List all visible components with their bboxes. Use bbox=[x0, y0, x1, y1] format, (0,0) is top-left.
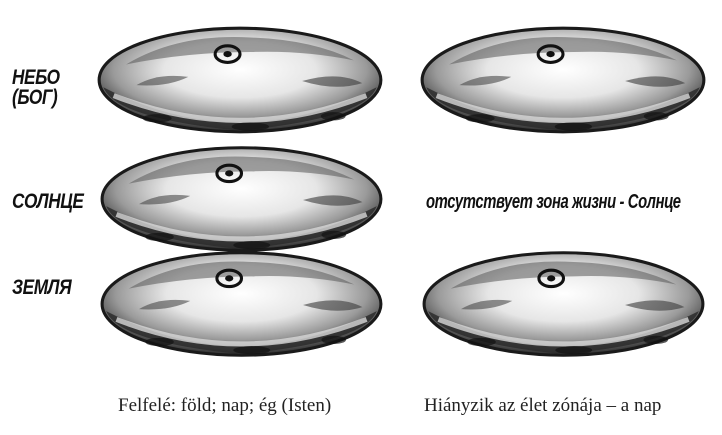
shell-earth bbox=[102, 253, 381, 356]
label-sky-line2: (БОГ) bbox=[12, 88, 60, 108]
caption-left: Felfelé: föld; nap; ég (Isten) bbox=[118, 395, 331, 417]
caption-right: Hiányzik az élet zónája – a nap bbox=[424, 395, 661, 417]
shell-sky bbox=[99, 28, 381, 132]
label-sun: СОЛНЦЕ bbox=[12, 190, 83, 214]
label-sky: НЕБО (БОГ) bbox=[12, 68, 60, 108]
label-earth: ЗЕМЛЯ bbox=[12, 276, 71, 300]
label-missing-zone: отсутствует зона жизни - Солнце bbox=[426, 191, 681, 214]
shell-sun bbox=[102, 148, 381, 251]
shell-sky-right bbox=[422, 28, 704, 132]
shell-earth-right bbox=[424, 253, 703, 356]
label-sky-line1: НЕБО bbox=[12, 68, 60, 88]
